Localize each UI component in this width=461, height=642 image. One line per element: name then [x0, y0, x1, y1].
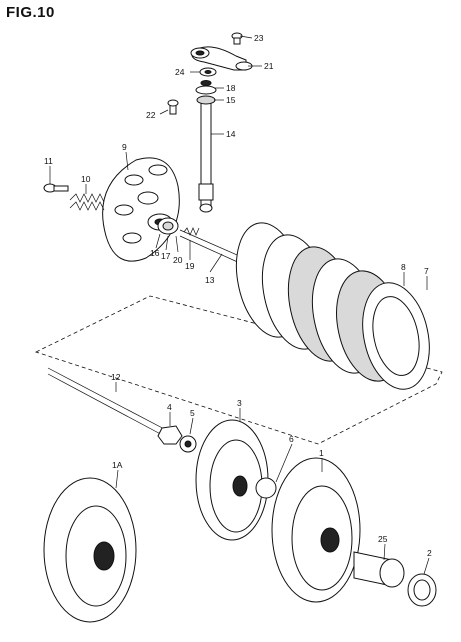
- callout-19: 19: [185, 261, 195, 271]
- clutch-housing-assembly: [43, 457, 437, 623]
- callout-22: 22: [146, 110, 156, 120]
- callout-9: 9: [122, 142, 127, 152]
- leader-lines: [49, 35, 430, 575]
- callout-1: 1: [319, 448, 324, 458]
- callout-7: 7: [424, 266, 429, 276]
- callout-25: 25: [378, 534, 388, 544]
- callout-11: 11: [44, 156, 53, 166]
- callout-2: 2: [427, 548, 432, 558]
- callout-5: 5: [190, 408, 195, 418]
- callout-3: 3: [237, 398, 242, 408]
- callout-13: 13: [205, 275, 215, 285]
- callout-21: 21: [264, 61, 274, 71]
- release-arm-assembly: [167, 32, 253, 213]
- figure-title: FIG.10: [6, 4, 55, 21]
- clutch-hub-assembly: [195, 419, 277, 541]
- callout-1A: 1A: [112, 460, 123, 470]
- callout-14: 14: [226, 129, 236, 139]
- callout-18: 18: [226, 83, 236, 93]
- clutch-plate-stack: [235, 222, 430, 390]
- callout-4: 4: [167, 402, 172, 412]
- callout-8: 8: [401, 262, 406, 272]
- main-shaft-assembly: [47, 367, 197, 453]
- callout-17: 17: [161, 251, 171, 261]
- callout-6: 6: [289, 434, 294, 444]
- callout-16: 16: [150, 248, 160, 258]
- callout-20: 20: [173, 255, 183, 265]
- callout-10: 10: [81, 174, 91, 184]
- callout-12: 12: [111, 372, 121, 382]
- callout-23: 23: [254, 33, 264, 43]
- callout-24: 24: [175, 67, 185, 77]
- pressure-plate-assembly: [43, 157, 180, 262]
- callout-15: 15: [226, 95, 236, 105]
- plate-group-outline: [34, 295, 443, 445]
